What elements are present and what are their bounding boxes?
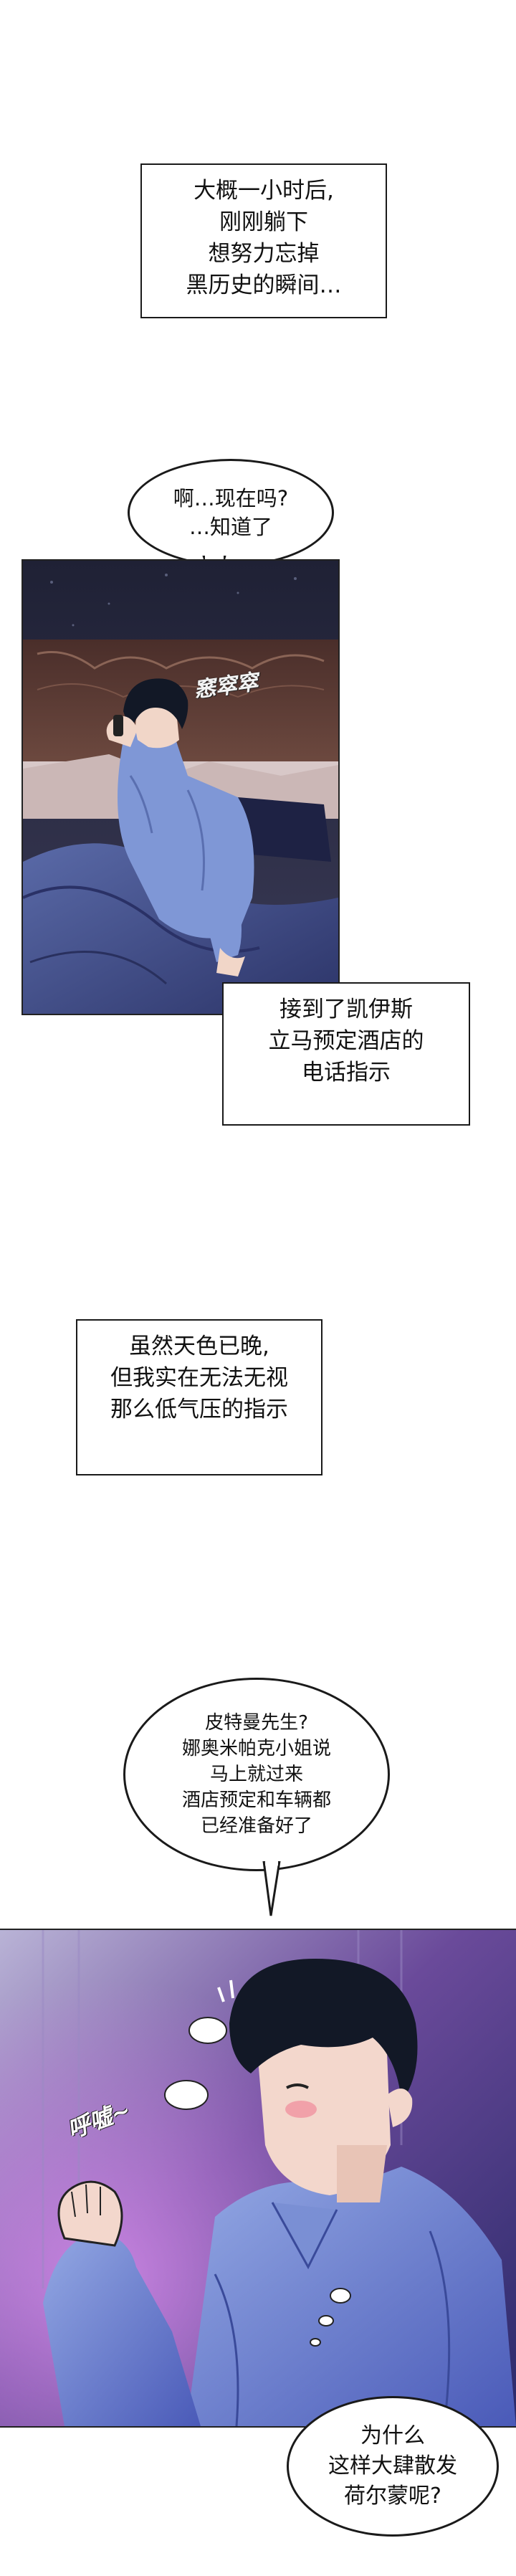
panel-bedroom-phone-call: 窸窣窣 <box>22 559 340 1015</box>
narration-line: 接到了凯伊斯 <box>280 997 413 1022</box>
speech-line: 马上就过来 <box>209 1764 303 1785</box>
narration-line: 但我实在无法无视 <box>110 1365 288 1391</box>
speech-line: 已经准备好了 <box>200 1815 312 1837</box>
speech-line: 皮特曼先生? <box>205 1712 308 1734</box>
narration-line: 立马预定酒店的 <box>268 1028 424 1054</box>
narration-line: 刚刚躺下 <box>219 209 308 235</box>
speech-bubble-3: 为什么 这样大肆散发 荷尔蒙呢? <box>287 2396 499 2537</box>
speech-bubble-1: 啊…现在吗? …知道了 <box>128 459 334 566</box>
narration-line: 电话指示 <box>302 1060 391 1085</box>
narration-box-2: 接到了凯伊斯 立马预定酒店的 电话指示 <box>222 982 470 1126</box>
panel-closeup-blushing: 呼嘘~ <box>0 1929 516 2428</box>
speech-bubble-2-tail <box>262 1861 281 1916</box>
speech-line: 啊…现在吗? <box>173 486 289 510</box>
narration-box-3: 虽然天色已晚, 但我实在无法无视 那么低气压的指示 <box>76 1319 322 1475</box>
speech-line: 荷尔蒙呢? <box>344 2484 441 2509</box>
narration-line: 大概一小时后, <box>194 178 334 204</box>
bedroom-illustration <box>23 561 338 1014</box>
narration-box-1: 大概一小时后, 刚刚躺下 想努力忘掉 黑历史的瞬间… <box>140 163 387 318</box>
speech-line: 酒店预定和车辆都 <box>181 1790 331 1811</box>
narration-line: 想努力忘掉 <box>208 241 320 267</box>
narration-line: 那么低气压的指示 <box>110 1397 288 1422</box>
speech-line: 这样大肆散发 <box>328 2453 457 2478</box>
speech-line: 为什么 <box>360 2423 425 2448</box>
narration-line: 虽然天色已晚, <box>129 1334 269 1359</box>
speech-bubble-2: 皮特曼先生? 娜奥米帕克小姐说 马上就过来 酒店预定和车辆都 已经准备好了 <box>123 1678 390 1871</box>
closeup-illustration <box>0 1930 516 2426</box>
speech-line: 娜奥米帕克小姐说 <box>181 1738 331 1759</box>
narration-line: 黑历史的瞬间… <box>186 272 342 298</box>
speech-line: …知道了 <box>188 515 272 539</box>
